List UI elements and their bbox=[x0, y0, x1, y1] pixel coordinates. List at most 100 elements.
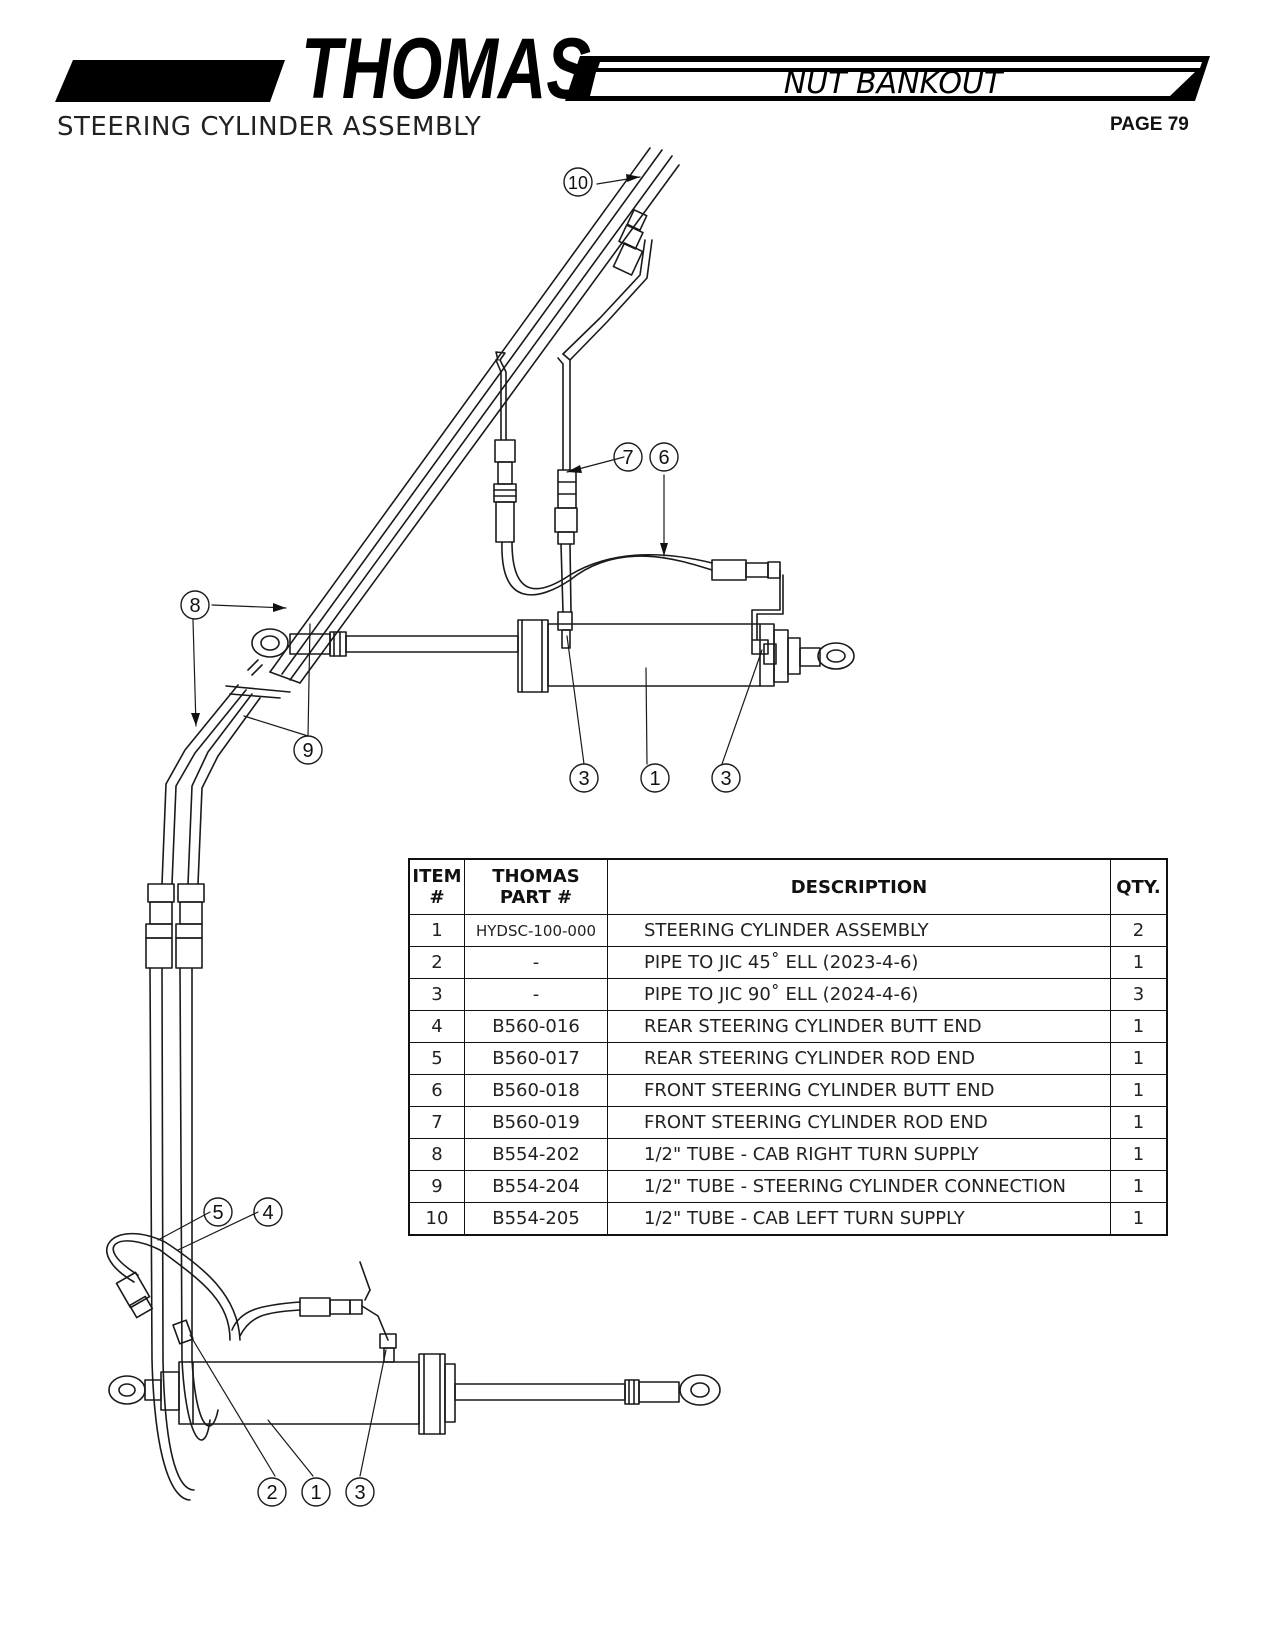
callout-7: 7 bbox=[613, 442, 643, 472]
rear-hoses bbox=[106, 1232, 397, 1363]
cell-qty: 2 bbox=[1110, 914, 1168, 947]
cell-part: - bbox=[464, 978, 608, 1011]
cell-item: 8 bbox=[408, 1138, 465, 1171]
svg-text:3: 3 bbox=[578, 768, 589, 790]
header-product-band bbox=[590, 72, 1195, 96]
cell-qty: 1 bbox=[1110, 1074, 1168, 1107]
table-row: 9 B554-204 1/2" TUBE - STEERING CYLINDER… bbox=[408, 1170, 1168, 1203]
callout-1-front: 1 bbox=[640, 763, 670, 793]
cell-item: 2 bbox=[408, 946, 465, 979]
cell-part: HYDSC-100-000 bbox=[464, 914, 608, 947]
cab-supply-tubes bbox=[269, 147, 680, 684]
cell-description: 1/2" TUBE - CAB LEFT TURN SUPPLY bbox=[607, 1202, 1111, 1236]
cell-qty: 3 bbox=[1110, 978, 1168, 1011]
header-left-stripe bbox=[55, 60, 285, 102]
break-symbols bbox=[225, 659, 291, 699]
cell-item: 7 bbox=[408, 1106, 465, 1139]
svg-text:7: 7 bbox=[622, 447, 633, 469]
table-row: 3 - PIPE TO JIC 90˚ ELL (2024-4-6) 3 bbox=[408, 978, 1168, 1011]
cell-qty: 1 bbox=[1110, 1042, 1168, 1075]
callout-8: 8 bbox=[180, 590, 210, 620]
cell-part: B554-205 bbox=[464, 1202, 608, 1236]
cell-description: PIPE TO JIC 90˚ ELL (2024-4-6) bbox=[607, 978, 1111, 1011]
cell-description: PIPE TO JIC 45˚ ELL (2023-4-6) bbox=[607, 946, 1111, 979]
rear-connection-tubes bbox=[145, 684, 261, 1501]
cell-part: - bbox=[464, 946, 608, 979]
cell-description: REAR STEERING CYLINDER ROD END bbox=[607, 1042, 1111, 1075]
cell-item: 9 bbox=[408, 1170, 465, 1203]
header-right-inner-line bbox=[598, 62, 1202, 68]
table-row: 7 B560-019 FRONT STEERING CYLINDER ROD E… bbox=[408, 1106, 1168, 1139]
product-name: NUT BANKOUT bbox=[784, 66, 1005, 101]
brand-logo: THOMAS bbox=[301, 21, 591, 110]
callout-3-front-left: 3 bbox=[569, 763, 599, 793]
svg-text:9: 9 bbox=[302, 740, 313, 762]
svg-text:8: 8 bbox=[189, 595, 200, 617]
cell-description: STEERING CYLINDER ASSEMBLY bbox=[607, 914, 1111, 947]
cell-part: B554-202 bbox=[464, 1138, 608, 1171]
header-banner: THOMAS NUT BANKOUT bbox=[55, 21, 1210, 110]
svg-text:4: 4 bbox=[262, 1202, 273, 1224]
svg-text:3: 3 bbox=[720, 768, 731, 790]
page-title: STEERING CYLINDER ASSEMBLY bbox=[57, 112, 482, 142]
cell-description: 1/2" TUBE - CAB RIGHT TURN SUPPLY bbox=[607, 1138, 1111, 1171]
cell-part: B554-204 bbox=[464, 1170, 608, 1203]
header-qty: QTY. bbox=[1110, 858, 1168, 915]
cell-description: REAR STEERING CYLINDER BUTT END bbox=[607, 1010, 1111, 1043]
cell-part: B560-018 bbox=[464, 1074, 608, 1107]
callout-2-rear: 2 bbox=[257, 1477, 287, 1507]
cell-item: 3 bbox=[408, 978, 465, 1011]
callout-3-front-right: 3 bbox=[711, 763, 741, 793]
callout-3-rear: 3 bbox=[345, 1477, 375, 1507]
svg-text:6: 6 bbox=[658, 447, 669, 469]
callout-4: 4 bbox=[253, 1197, 283, 1227]
cell-item: 10 bbox=[408, 1202, 465, 1236]
table-row: 10 B554-205 1/2" TUBE - CAB LEFT TURN SU… bbox=[408, 1202, 1168, 1236]
svg-text:1: 1 bbox=[649, 768, 660, 790]
table-row: 6 B560-018 FRONT STEERING CYLINDER BUTT … bbox=[408, 1074, 1168, 1107]
cell-qty: 1 bbox=[1110, 946, 1168, 979]
cell-part: B560-019 bbox=[464, 1106, 608, 1139]
svg-text:3: 3 bbox=[354, 1482, 365, 1504]
leader-arrowheads bbox=[191, 174, 668, 726]
page-number: PAGE 79 bbox=[1110, 114, 1189, 135]
svg-text:1: 1 bbox=[310, 1482, 321, 1504]
cell-qty: 1 bbox=[1110, 1170, 1168, 1203]
table-row: 2 - PIPE TO JIC 45˚ ELL (2023-4-6) 1 bbox=[408, 946, 1168, 979]
rear-steering-cylinder bbox=[108, 1353, 721, 1435]
callout-5: 5 bbox=[203, 1197, 233, 1227]
cell-part: B560-017 bbox=[464, 1042, 608, 1075]
callout-6: 6 bbox=[649, 442, 679, 472]
cell-qty: 1 bbox=[1110, 1202, 1168, 1236]
cell-qty: 1 bbox=[1110, 1138, 1168, 1171]
callout-balloons: 10 7 6 8 9 3 1 3 5 4 2 1 3 bbox=[180, 167, 741, 1507]
leader-lines bbox=[157, 176, 763, 1477]
cell-item: 5 bbox=[408, 1042, 465, 1075]
cell-item: 4 bbox=[408, 1010, 465, 1043]
callout-9: 9 bbox=[293, 735, 323, 765]
cell-item: 6 bbox=[408, 1074, 465, 1107]
cell-description: FRONT STEERING CYLINDER ROD END bbox=[607, 1106, 1111, 1139]
header-item: ITEM# bbox=[408, 858, 465, 915]
svg-text:10: 10 bbox=[568, 173, 588, 193]
cell-description: 1/2" TUBE - STEERING CYLINDER CONNECTION bbox=[607, 1170, 1111, 1203]
cell-qty: 1 bbox=[1110, 1010, 1168, 1043]
front-steering-cylinder bbox=[251, 611, 855, 693]
table-row: 4 B560-016 REAR STEERING CYLINDER BUTT E… bbox=[408, 1010, 1168, 1043]
front-hoses bbox=[501, 541, 784, 641]
cell-item: 1 bbox=[408, 914, 465, 947]
header-description: DESCRIPTION bbox=[607, 858, 1111, 915]
svg-text:5: 5 bbox=[212, 1202, 223, 1224]
cell-part: B560-016 bbox=[464, 1010, 608, 1043]
table-row: 1 HYDSC-100-000 STEERING CYLINDER ASSEMB… bbox=[408, 914, 1168, 947]
table-row: 8 B554-202 1/2" TUBE - CAB RIGHT TURN SU… bbox=[408, 1138, 1168, 1171]
branch-fittings bbox=[493, 208, 648, 545]
cell-qty: 1 bbox=[1110, 1106, 1168, 1139]
svg-text:2: 2 bbox=[266, 1482, 277, 1504]
cell-description: FRONT STEERING CYLINDER BUTT END bbox=[607, 1074, 1111, 1107]
table-row: 5 B560-017 REAR STEERING CYLINDER ROD EN… bbox=[408, 1042, 1168, 1075]
